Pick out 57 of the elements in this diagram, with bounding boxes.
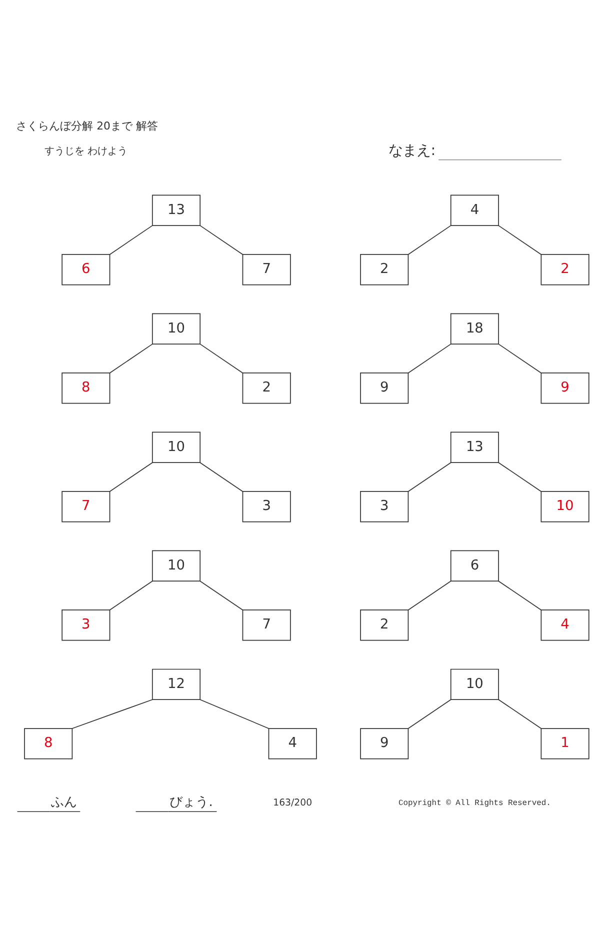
node-box: 3 xyxy=(360,490,409,522)
connector xyxy=(200,462,244,492)
node-box: 13 xyxy=(152,194,201,226)
node-box: 3 xyxy=(62,609,110,640)
connector xyxy=(72,698,153,728)
node-box: 2 xyxy=(360,609,409,640)
connector xyxy=(109,224,153,254)
label: Copyright © All Rights Reserved. xyxy=(398,798,551,808)
connector xyxy=(498,698,542,728)
node-box: 2 xyxy=(540,254,590,285)
node-box: 7 xyxy=(242,609,291,640)
node-box: 7 xyxy=(242,254,291,285)
node-box: 1 xyxy=(540,728,590,759)
label: ふん xyxy=(51,794,78,810)
node-box: 8 xyxy=(24,728,73,759)
node-box: 9 xyxy=(360,728,409,759)
node-box: 3 xyxy=(242,490,291,522)
connector xyxy=(408,343,452,373)
connector xyxy=(408,224,452,254)
connector xyxy=(200,580,244,610)
node-box: 4 xyxy=(268,728,317,759)
connector xyxy=(200,698,270,728)
connector xyxy=(200,224,244,254)
connector xyxy=(109,343,153,373)
node-box: 2 xyxy=(242,372,291,404)
node-box: 10 xyxy=(450,668,499,700)
node-box: 18 xyxy=(450,312,499,344)
node-box: 10 xyxy=(152,431,201,463)
connector xyxy=(109,580,153,610)
node-box: 10 xyxy=(152,312,201,344)
node-box: 13 xyxy=(450,431,499,463)
label: なまえ: xyxy=(388,142,436,158)
label: 163/200 xyxy=(273,796,312,808)
node-box: 9 xyxy=(360,372,409,404)
connector xyxy=(498,343,542,373)
node-box: 12 xyxy=(152,668,201,700)
node-box: 4 xyxy=(450,194,499,226)
node-box: 4 xyxy=(540,609,590,640)
diagram-title: さくらんぼ分解 20まで 解答 xyxy=(16,118,158,132)
label: すうじを わけよう xyxy=(44,145,128,156)
label: びょう. xyxy=(170,794,213,810)
connector xyxy=(408,698,452,728)
connector xyxy=(200,343,244,373)
node-box: 9 xyxy=(540,372,590,404)
connector xyxy=(109,462,153,492)
node-box: 8 xyxy=(62,372,110,404)
connector xyxy=(498,224,542,254)
connector xyxy=(408,580,452,610)
connector xyxy=(498,462,542,492)
connector xyxy=(498,580,542,610)
node-box: 10 xyxy=(152,550,201,582)
node-box: 10 xyxy=(540,490,590,522)
node-box: 6 xyxy=(62,254,110,285)
node-box: 6 xyxy=(450,550,499,582)
connector xyxy=(408,462,452,492)
node-box: 7 xyxy=(62,490,110,522)
node-box: 2 xyxy=(360,254,409,285)
